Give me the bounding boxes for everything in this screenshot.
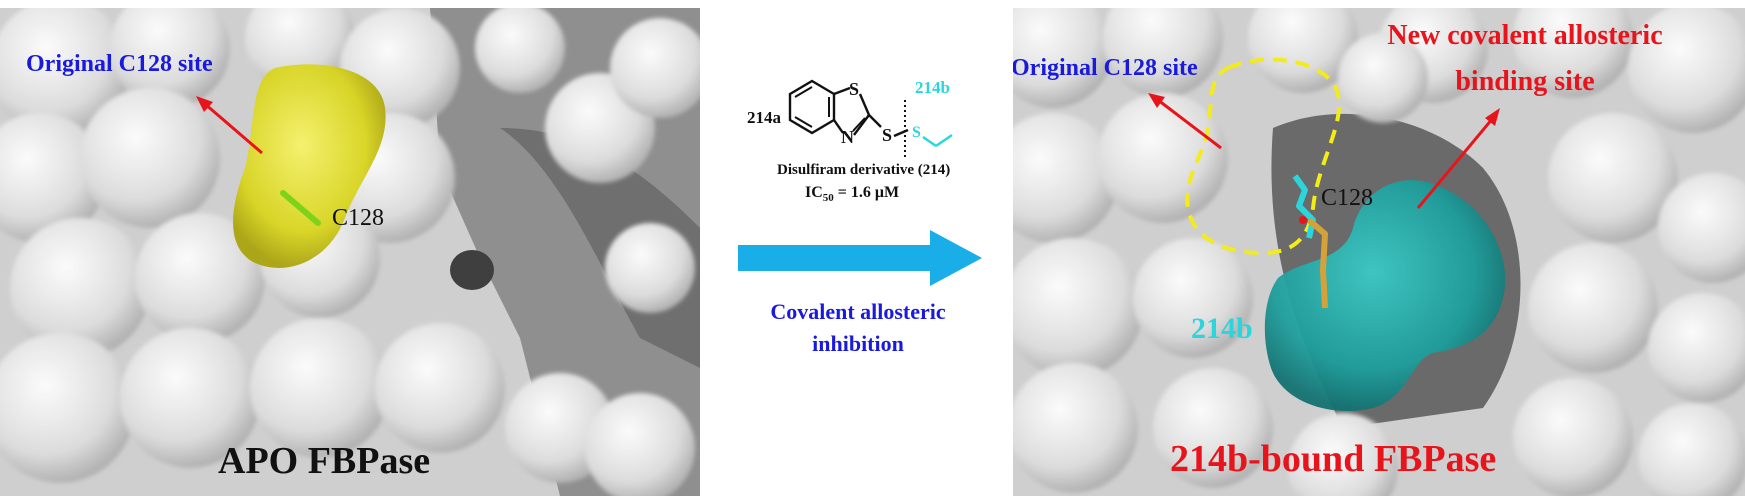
old-site-pointer-arrow <box>1157 98 1222 150</box>
original-site-outline <box>1185 57 1342 256</box>
apo-fbpase-title: APO FBPase <box>218 440 431 482</box>
protein-surface-right <box>1013 8 1745 496</box>
original-site-label: Original C128 site <box>26 51 213 77</box>
new-site-label-line2: binding site <box>1455 66 1595 97</box>
ligand-214b-surface <box>1264 180 1506 412</box>
atom-s-cyan: S <box>912 124 921 141</box>
process-label-line2: inhibition <box>812 331 904 356</box>
bound-fbpase-panel: Original C128 site New covalent alloster… <box>1013 8 1745 496</box>
ic50-value: IC50 = 1.6 μM <box>805 184 900 205</box>
compound-name: Disulfiram derivative (214) <box>777 162 951 178</box>
new-site-pointer-arrow <box>1416 117 1495 209</box>
reaction-arrow <box>738 230 982 286</box>
label-214b: 214b <box>915 78 950 97</box>
c128-label: C128 <box>332 205 385 231</box>
protein-surface-left <box>0 8 700 496</box>
c128-residue-stick <box>280 190 321 226</box>
atom-s-link: S <box>882 125 893 145</box>
new-site-label-line1: New covalent allosteric <box>1387 20 1663 51</box>
reaction-scheme: S N S S 214a 214b Disulfiram derivative … <box>700 0 1013 504</box>
process-label-line1: Covalent allosteric <box>770 299 946 324</box>
label-214a: 214a <box>747 108 781 127</box>
bound-fbpase-title: 214b-bound FBPase <box>1170 438 1497 480</box>
disulfiram-structure <box>738 79 982 286</box>
c128-label: C128 <box>1321 185 1374 211</box>
apo-fbpase-panel: Original C128 site C128 APO FBPase <box>0 8 700 496</box>
original-site-label: Original C128 site <box>1013 55 1198 81</box>
site-pointer-arrow <box>204 102 263 155</box>
atom-s-ring: S <box>849 79 860 99</box>
atom-n-ring: N <box>841 127 854 147</box>
ligand-214b-label: 214b <box>1191 312 1253 345</box>
c128-pocket-highlight <box>233 64 386 268</box>
